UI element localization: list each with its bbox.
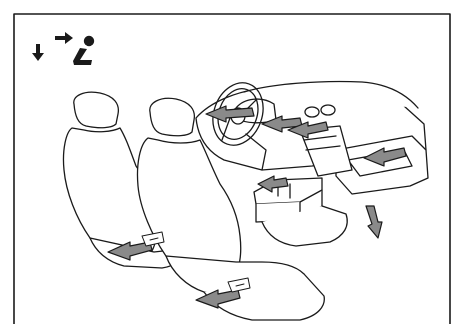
airflow-arrow — [366, 206, 382, 238]
vent-floor-mode-icon — [32, 32, 94, 65]
dashboard — [196, 81, 428, 194]
